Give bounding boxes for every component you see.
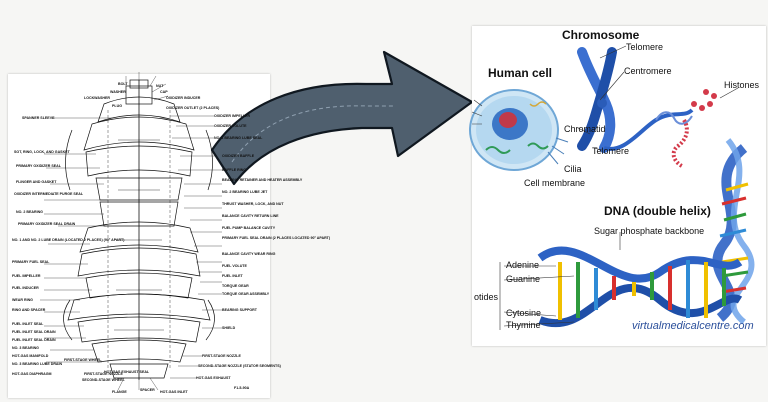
- callout-label: WEAR RING: [12, 298, 33, 302]
- callout-label: FUEL INLET: [222, 274, 243, 278]
- centromere-label: Centromere: [624, 66, 672, 76]
- dna-double-helix-label: DNA (double helix): [604, 204, 711, 218]
- callout-label: FIRST-STAGE NOZZLE: [202, 354, 241, 358]
- callout-label: OXIDIZER VOLUTE: [214, 124, 247, 128]
- human-cell-label: Human cell: [488, 66, 553, 80]
- callout-label: SOT, RING, LOCK, AND GASKET: [14, 150, 70, 154]
- callout-label: OXIDIZER INTERMEDIATE PURGE SEAL: [14, 192, 84, 196]
- chromosome-label: Chromosome: [562, 28, 640, 42]
- cilia-label: Cilia: [564, 164, 582, 174]
- callout-label: SECOND-STAGE NOZZLE (STATOR SEGMENTS): [198, 364, 281, 368]
- callout-label: CAP: [160, 90, 168, 94]
- chromatin-coil-illustration: [603, 87, 739, 168]
- thymine-label: Thymine: [506, 320, 541, 330]
- callout-label: NO. 3 BEARING LUBE DRAIN: [12, 362, 63, 366]
- callout-label: FUEL IMPELLER: [12, 274, 41, 278]
- cytosine-label: Cytosine: [506, 308, 542, 318]
- callout-label: NO. 2 BEARING: [16, 210, 43, 214]
- callout-label: RING AND SPACER: [12, 308, 46, 312]
- callout-label: BALANCE CAVITY WEAR RING: [222, 252, 276, 256]
- adenine-label: Adenine: [506, 260, 540, 270]
- callout-label: BEARING SUPPORT: [222, 308, 257, 312]
- callout-label: BALANCE CAVITY RETURN LINE: [222, 214, 279, 218]
- callout-label: FLINGER AND GASKET: [16, 180, 57, 184]
- histones-label: Histones: [724, 80, 760, 90]
- callout-label: HOT-GAS INLET: [160, 390, 188, 394]
- callout-label: OXIDIZER IMPELLER: [214, 114, 251, 118]
- callout-label: FIRST-STAGE NOZZLE: [84, 372, 123, 376]
- callout-label: OXIDIZER OUTLET (2 PLACES): [166, 106, 220, 110]
- callout-label: BEARING RETAINER AND HEATER ASSEMBLY: [222, 178, 303, 182]
- callout-label: FUEL INLET SEAL: [12, 322, 44, 326]
- callout-label: FUEL INDUCER: [12, 286, 39, 290]
- figure-id-label: F1-5-90A: [234, 386, 250, 390]
- callout-label: FUEL VOLUTE: [222, 264, 247, 268]
- callout-label: PRIMARY OXIDIZER SEAL: [16, 164, 61, 168]
- horizontal-dna-helix: [499, 232, 743, 330]
- callout-label: SPACER: [140, 388, 155, 392]
- callout-label: HOT-GAS EXHAUST: [196, 376, 231, 380]
- cell-membrane-label: Cell membrane: [524, 178, 586, 188]
- telomere-bottom-label: Telomere: [592, 146, 630, 156]
- callout-label: LOCKWASHER: [84, 96, 110, 100]
- callout-label: HOT-GAS MANIFOLD: [12, 354, 49, 358]
- callout-label: OXIDIZER BAFFLE: [222, 154, 255, 158]
- callout-label: FIRST-STAGE WHEEL: [64, 358, 102, 362]
- callout-label: HOT-GAS EXHAUST SEAL: [104, 370, 150, 374]
- callout-label: WASHER: [110, 90, 126, 94]
- telomere-top-label: Telomere: [626, 42, 664, 52]
- callout-label: BAFFLE RING: [222, 168, 247, 172]
- human-cell-illustration: [469, 89, 569, 171]
- turbopump-cutaway-drawing: [40, 72, 222, 391]
- callout-label: THRUST WASHER, LOCK, AND NUT: [222, 202, 284, 206]
- callout-label: FUEL INLET SEAL DRAIN: [12, 338, 56, 342]
- callout-label: PRIMARY FUEL SEAL DRAIN (2 PLACES LOCATE…: [222, 236, 331, 240]
- guanine-label: Guanine: [506, 274, 541, 284]
- callout-label: HOT-GAS DIAPHRAGM: [12, 372, 52, 376]
- callout-label: TORQUE GEAR ASSEMBLY: [222, 292, 270, 296]
- callout-label: NO. 3 BEARING: [12, 346, 39, 350]
- callout-label: SHIELD: [222, 326, 236, 330]
- callout-label: SECOND-STAGE WHEEL: [82, 378, 125, 382]
- callout-label: TORQUE GEAR: [222, 284, 249, 288]
- callout-label: PRIMARY FUEL SEAL: [12, 260, 50, 264]
- callout-label: BOLT: [118, 82, 128, 86]
- callout-label: PLUG: [112, 104, 122, 108]
- callout-label: NUT: [156, 84, 164, 88]
- chromosome-illustration: [577, 45, 627, 153]
- sugar-phosphate-backbone-label: Sugar phosphate backbone: [594, 226, 705, 236]
- callout-label: NO. 1 AND NO. 2 LUBE DRAIN (LOCATED 2 PL…: [12, 238, 125, 242]
- callout-label: FUEL PUMP BALANCE CAVITY: [222, 226, 276, 230]
- callout-label: NO. 2 BEARING LUBE JET: [222, 190, 268, 194]
- callout-label: NO. 1 BEARING LUBE SEAL: [214, 136, 263, 140]
- callout-label: FUEL INLET SEAL DRAIN: [12, 330, 56, 334]
- callout-label: FLANGE: [112, 390, 127, 394]
- chromatid-label: Chromatid: [564, 124, 606, 134]
- callout-label: OXIDIZER INDUCER: [166, 96, 201, 100]
- callout-label: PRIMARY OXIDIZER SEAL DRAIN: [18, 222, 76, 226]
- callout-label: SPANNER SLEEVE: [22, 116, 55, 120]
- nucleotides-label: otides: [474, 292, 499, 302]
- watermark-text: virtualmedicalcentre.com: [632, 320, 754, 332]
